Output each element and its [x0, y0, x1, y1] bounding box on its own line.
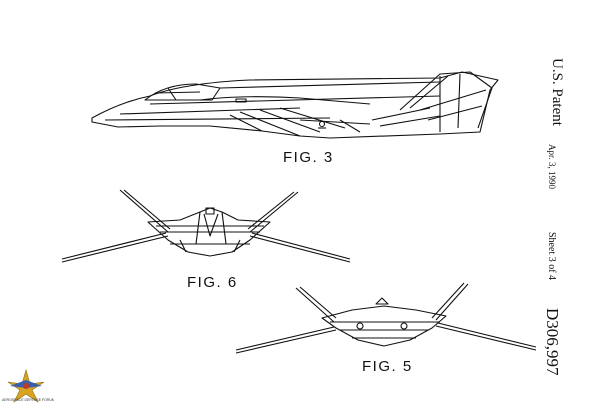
fig5-label: FIG. 5 — [362, 358, 413, 375]
patent-office-header: U.S. Patent — [549, 58, 565, 126]
fig6-label: FIG. 6 — [187, 274, 238, 291]
sheet-number: Sheet 3 of 4 — [546, 232, 557, 281]
fig3-label: FIG. 3 — [283, 149, 334, 166]
forum-logo-text: AEROSPACE DEFENSE FORUM — [2, 398, 54, 402]
forum-logo-icon — [7, 368, 45, 403]
patent-date: Apr. 3, 1990 — [547, 144, 557, 189]
patent-number: D306,997 — [543, 308, 562, 376]
